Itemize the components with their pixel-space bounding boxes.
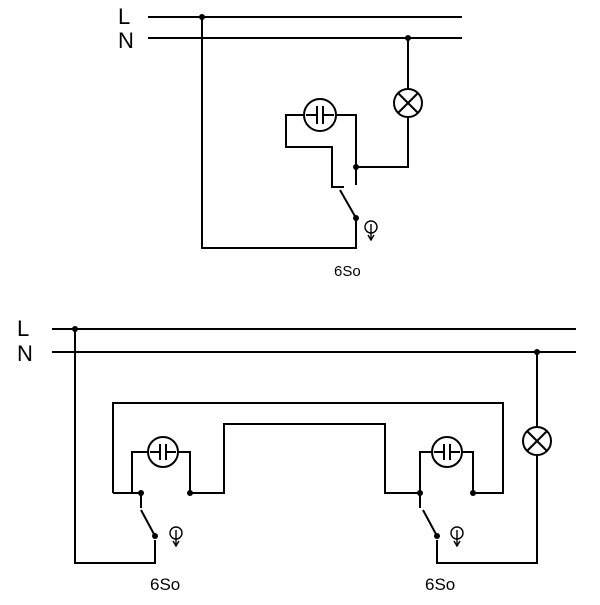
top-junction-l (199, 14, 205, 20)
top-neutral-label: N (118, 28, 134, 53)
top-circuit: L N (118, 4, 462, 280)
top-lamp-return-wire (356, 117, 409, 168)
bottom-junction-n (534, 349, 540, 355)
bottom-left-pushbutton-icon (169, 526, 183, 548)
bottom-right-glow-lamp-symbol (431, 436, 463, 468)
bottom-circuit: L N (17, 316, 576, 594)
bottom-right-pushbutton-icon (450, 526, 464, 548)
bottom-lamp-symbol (522, 426, 552, 456)
top-line-label: L (118, 4, 130, 29)
bottom-right-switch-label: 6So (425, 575, 455, 594)
bottom-left-switch-label: 6So (150, 575, 180, 594)
top-feed-wire (201, 17, 357, 249)
bottom-line-label: L (17, 316, 29, 341)
bottom-neutral-label: N (17, 341, 33, 366)
bottom-traveller-inner (190, 423, 420, 494)
top-switch-label: 6So (334, 263, 361, 280)
bottom-left-glow-lamp-symbol (147, 436, 179, 468)
bottom-traveller-outer (112, 402, 504, 494)
bottom-feed-wire (74, 329, 156, 564)
bottom-right-switch-assembly (417, 436, 476, 548)
bottom-junction-l (72, 326, 78, 332)
top-glow-lamp-symbol (303, 98, 337, 132)
top-pushbutton-icon (364, 220, 378, 242)
top-lamp-symbol (393, 88, 423, 118)
top-switch-symbol (339, 164, 359, 232)
top-glow-lamp-right-wire (336, 114, 357, 185)
top-glow-lamp-left-wire (285, 114, 344, 188)
top-junction-n (405, 35, 411, 41)
bottom-lamp-return-wire (436, 455, 538, 564)
bottom-left-switch-assembly (113, 436, 193, 548)
